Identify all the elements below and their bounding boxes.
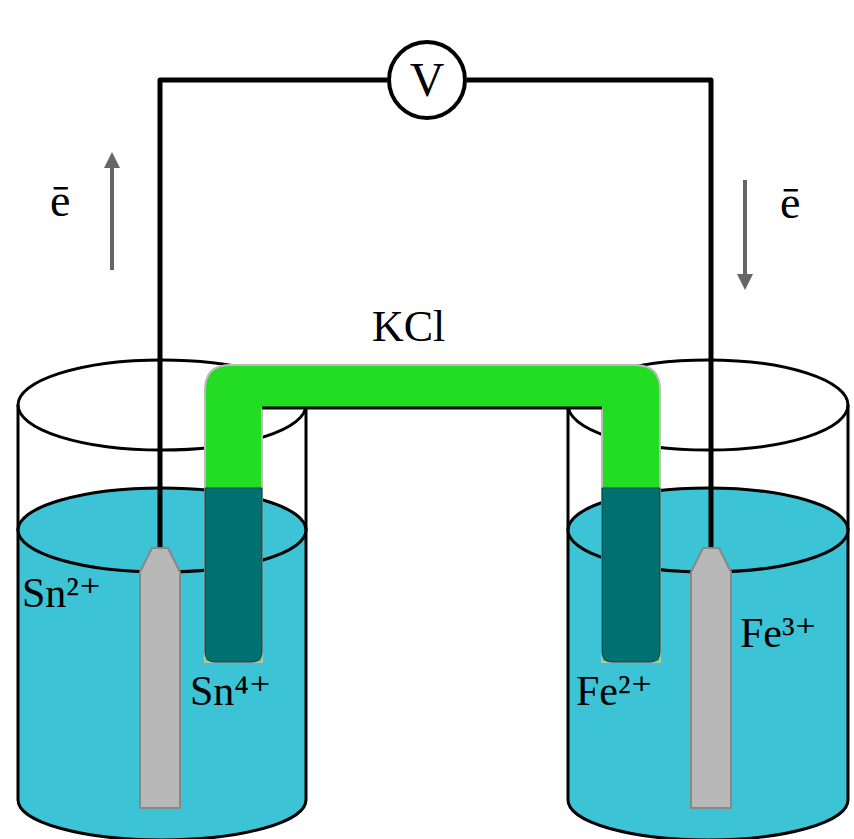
cathode-beaker: Fe²⁺ Fe³⁺	[568, 360, 850, 830]
ion-label: Fe³⁺	[740, 612, 817, 654]
wire	[160, 80, 387, 360]
voltmeter: V	[387, 40, 467, 120]
anode-beaker: Sn²⁺ Sn⁴⁺	[18, 360, 306, 830]
electron-label: ē	[780, 180, 800, 226]
electrodes	[140, 360, 731, 808]
wire	[467, 80, 711, 360]
meter-symbol: V	[410, 56, 445, 104]
ion-label: Fe²⁺	[576, 670, 653, 712]
electron-flow-arrow	[110, 160, 114, 270]
ion-label: Sn²⁺	[22, 572, 101, 614]
electron-label: ē	[50, 178, 70, 224]
electron-flow-arrow	[743, 180, 747, 282]
ion-label: Sn⁴⁺	[190, 670, 271, 712]
salt-bridge	[205, 365, 660, 662]
salt-bridge-label: KCl	[372, 305, 445, 349]
